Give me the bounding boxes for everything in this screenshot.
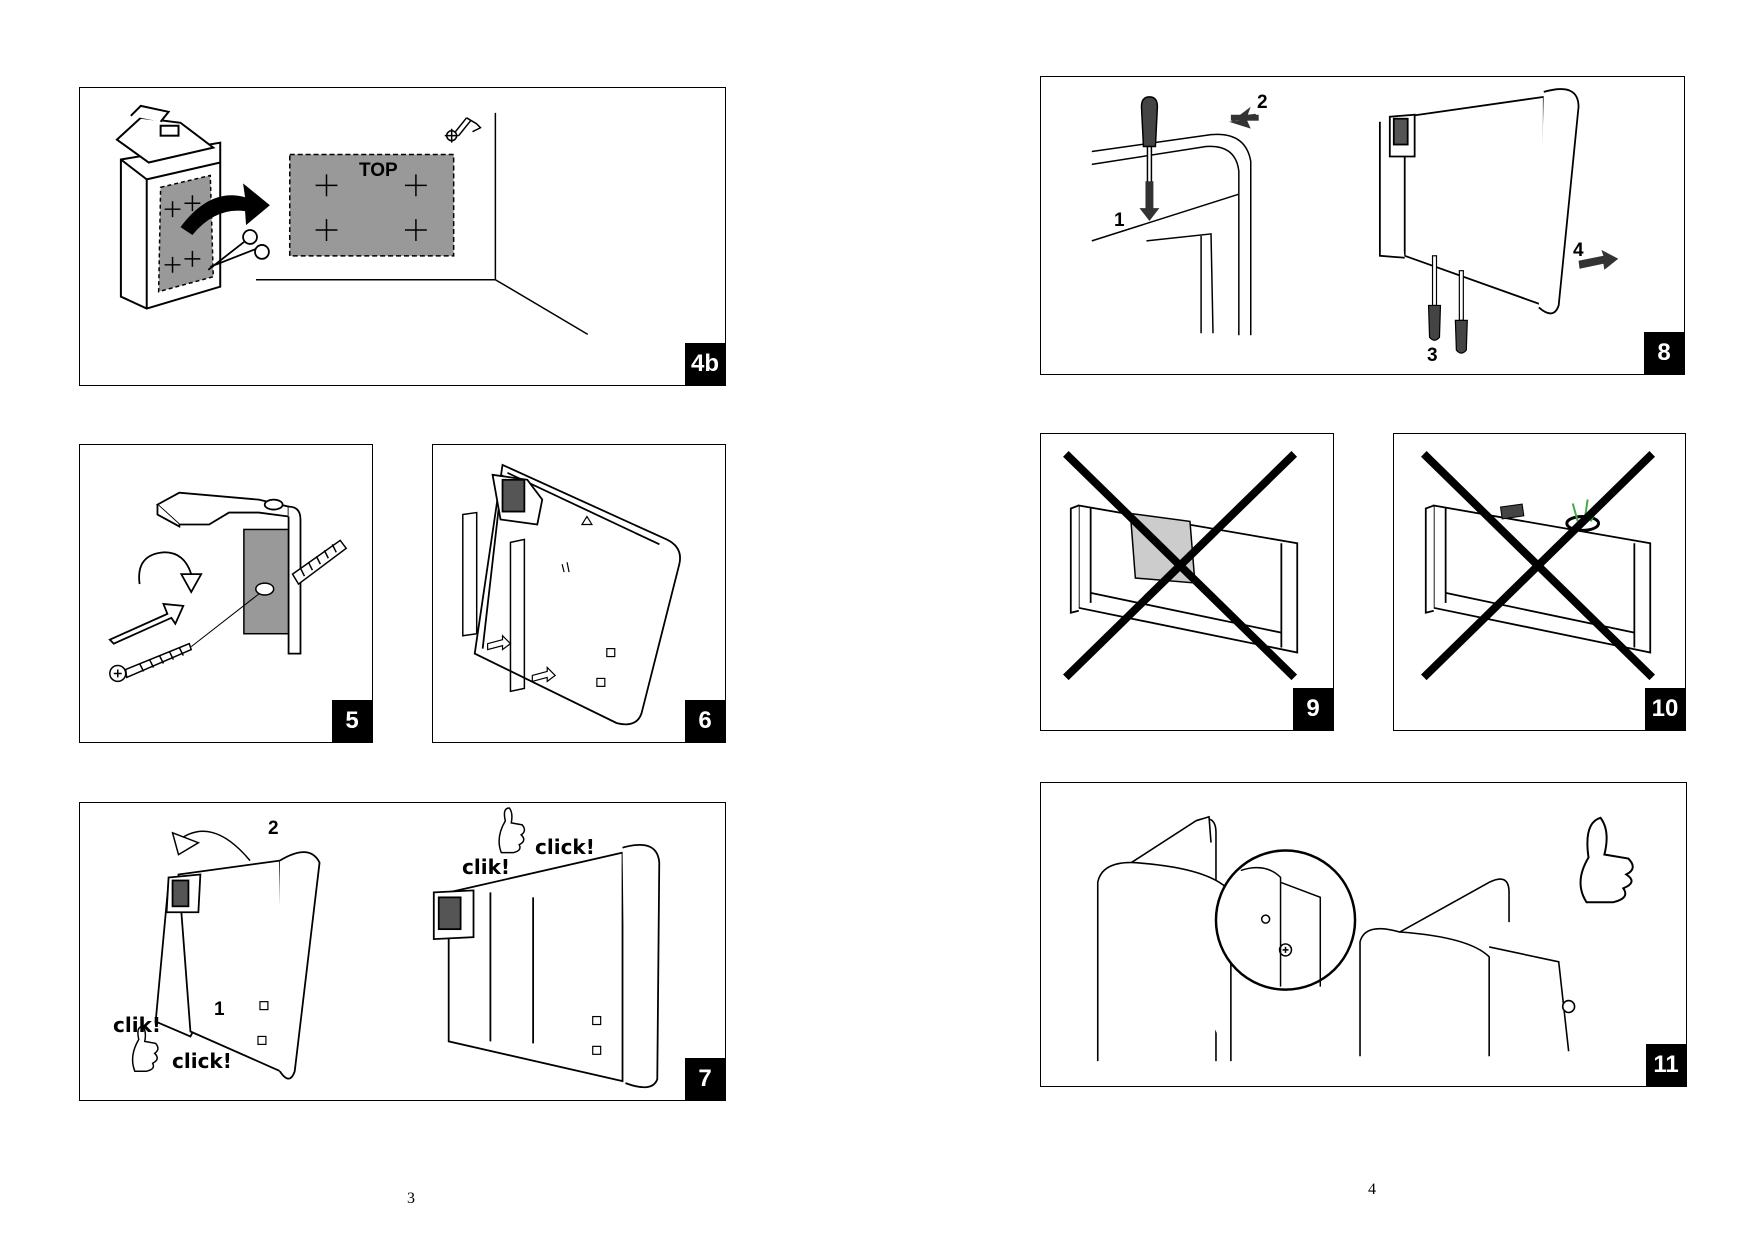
template-crosses — [164, 195, 201, 273]
screwdriver-icon — [1427, 255, 1468, 354]
pencil-marker-icon — [444, 117, 482, 143]
mounting-hole — [255, 582, 275, 596]
panel-7-drawing — [131, 807, 661, 1089]
heater-mounted — [432, 844, 661, 1089]
step-badge-7: 7 — [685, 1058, 725, 1100]
panel-4b: TOP 4b — [79, 87, 726, 386]
panel-6: 6 — [432, 444, 726, 743]
scissors-icon — [207, 229, 270, 271]
thumbs-up-icon — [498, 807, 526, 854]
step-4-label: 4 — [1573, 240, 1584, 261]
thumbs-up-icon — [131, 1025, 159, 1072]
panel-7: 2 1 clik! click! clik! click! 7 — [79, 802, 726, 1101]
clik-label-right: clik! — [462, 855, 510, 879]
panel-5-drawing — [108, 491, 348, 683]
step-3-label: 3 — [1427, 345, 1438, 366]
heater-markings — [561, 515, 616, 687]
step-1-label: 1 — [1114, 210, 1125, 231]
rotate-arrow-icon — [138, 551, 203, 594]
heater-tilting — [154, 851, 321, 1080]
tilt-arrow-icon — [171, 830, 251, 862]
heater-top-closeup — [1091, 133, 1252, 336]
step-badge-4b: 4b — [685, 343, 725, 385]
panel-10: 10 — [1393, 433, 1686, 731]
step-badge-9: 9 — [1293, 688, 1333, 730]
click-label-right: click! — [535, 835, 595, 859]
cross-icon — [1421, 451, 1656, 681]
top-label: TOP — [359, 160, 398, 181]
heater-side-right — [1359, 878, 1576, 1057]
detail-magnifier — [1214, 849, 1357, 991]
screw-path-line — [190, 593, 260, 648]
screwdriver-icon — [1140, 96, 1159, 207]
bracket-clip — [155, 491, 302, 655]
click-label-left: click! — [172, 1049, 232, 1073]
page-number-left: 3 — [407, 1190, 415, 1207]
step-2-label: 2 — [1257, 92, 1268, 113]
step-2-label: 2 — [268, 818, 279, 839]
panel-5: 5 — [79, 444, 373, 743]
panel-8-drawing — [1091, 88, 1619, 354]
small-arrows — [487, 634, 557, 683]
thumbs-up-icon — [1579, 816, 1634, 904]
panel-9-drawing — [1063, 451, 1299, 681]
step-1-label: 1 — [214, 999, 225, 1020]
panel-10-drawing — [1421, 451, 1656, 681]
arrow-down-icon — [1139, 181, 1160, 222]
step-badge-8: 8 — [1644, 332, 1684, 374]
panel-4b-drawing — [115, 104, 589, 335]
cut-template — [157, 174, 215, 293]
arrow-right-icon — [1578, 249, 1619, 270]
arrow-icon — [180, 183, 270, 236]
heater-body — [473, 463, 681, 726]
heater-side-left — [1096, 815, 1232, 1062]
screwdriver-icon — [109, 642, 193, 683]
panel-11: 11 — [1040, 782, 1687, 1087]
step-badge-11: 11 — [1646, 1044, 1686, 1086]
clik-label-left: clik! — [113, 1013, 161, 1037]
page-number-right: 4 — [1368, 1181, 1376, 1198]
wall-corner — [255, 112, 589, 335]
wall-strip — [243, 528, 293, 635]
wall-template — [289, 153, 455, 257]
push-arrow-icon — [108, 602, 185, 645]
heater-removal — [1378, 88, 1580, 315]
heater-front — [1424, 504, 1652, 654]
brackets-pair — [462, 511, 526, 693]
wall-template-crosses — [315, 174, 427, 241]
panel-6-drawing — [462, 463, 681, 726]
heater-markings-7 — [257, 1001, 602, 1055]
cross-icon — [1063, 451, 1298, 681]
panel-9: 9 — [1040, 433, 1334, 731]
magnified-detail — [1240, 866, 1322, 987]
arrow-left-shaft — [1230, 114, 1259, 121]
panel-11-drawing — [1096, 815, 1634, 1062]
object-on-top — [1499, 503, 1525, 520]
wall-plug — [291, 539, 348, 586]
step-badge-5: 5 — [332, 700, 372, 742]
step-badge-10: 10 — [1645, 688, 1685, 730]
panel-8: 1 2 3 4 8 — [1040, 76, 1685, 375]
step-badge-6: 6 — [685, 700, 725, 742]
